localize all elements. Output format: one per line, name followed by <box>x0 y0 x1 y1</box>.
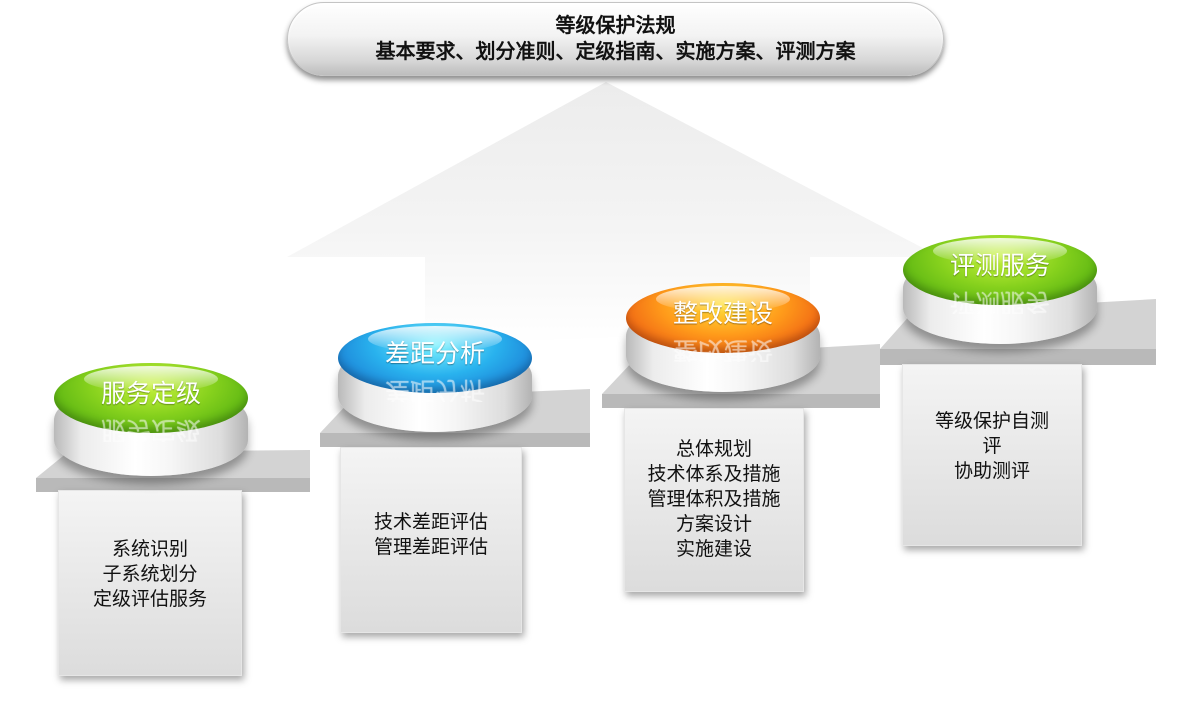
step-1-item: 定级评估服务 <box>92 588 207 610</box>
step-2-item: 技术差距评估 <box>373 511 488 533</box>
step-3-label-reflection: 整改建设 <box>672 338 773 362</box>
step-3-cap: 整改建设 <box>626 283 820 353</box>
step-2-label: 差距分析 <box>384 339 485 368</box>
step-3-item: 管理体积及措施 <box>647 488 781 510</box>
step-1-panel: 系统识别 子系统划分 定级评估服务 <box>58 490 242 676</box>
step-4-cap: 评测服务 <box>903 235 1097 305</box>
step-1-cap: 服务定级 <box>54 363 248 433</box>
step-1-item: 子系统划分 <box>102 563 198 585</box>
step-2-label-reflection: 差距分析 <box>384 378 485 402</box>
step-2-panel: 技术差距评估 管理差距评估 <box>340 447 522 633</box>
step-3-item: 方案设计 <box>675 513 752 535</box>
step-1-label: 服务定级 <box>100 379 201 408</box>
banner-title: 等级保护法规 <box>555 13 676 37</box>
step-3-panel: 总体规划 技术体系及措施 管理体积及措施 方案设计 实施建设 <box>624 408 804 592</box>
step-3-label: 整改建设 <box>672 299 773 328</box>
step-4-item: 评 <box>982 435 1002 457</box>
step-3-item: 技术体系及措施 <box>647 463 781 485</box>
step-2-item: 管理差距评估 <box>373 536 488 558</box>
step-4-item: 协助测评 <box>953 460 1030 482</box>
step-4-item: 等级保护自测 <box>934 410 1049 432</box>
step-4-label: 评测服务 <box>949 251 1050 280</box>
step-2-cap: 差距分析 <box>338 323 532 393</box>
regulations-banner: 等级保护法规 基本要求、划分准则、定级指南、实施方案、评测方案 <box>287 2 944 76</box>
step-4-label-reflection: 评测服务 <box>949 290 1050 314</box>
step-1-item: 系统识别 <box>111 538 188 560</box>
banner-subtitle: 基本要求、划分准则、定级指南、实施方案、评测方案 <box>375 39 856 63</box>
step-3-item: 实施建设 <box>675 538 752 560</box>
step-3-item: 总体规划 <box>675 438 752 460</box>
step-1-label-reflection: 服务定级 <box>100 418 201 442</box>
step-4-panel: 等级保护自测 评 协助测评 <box>902 364 1082 546</box>
